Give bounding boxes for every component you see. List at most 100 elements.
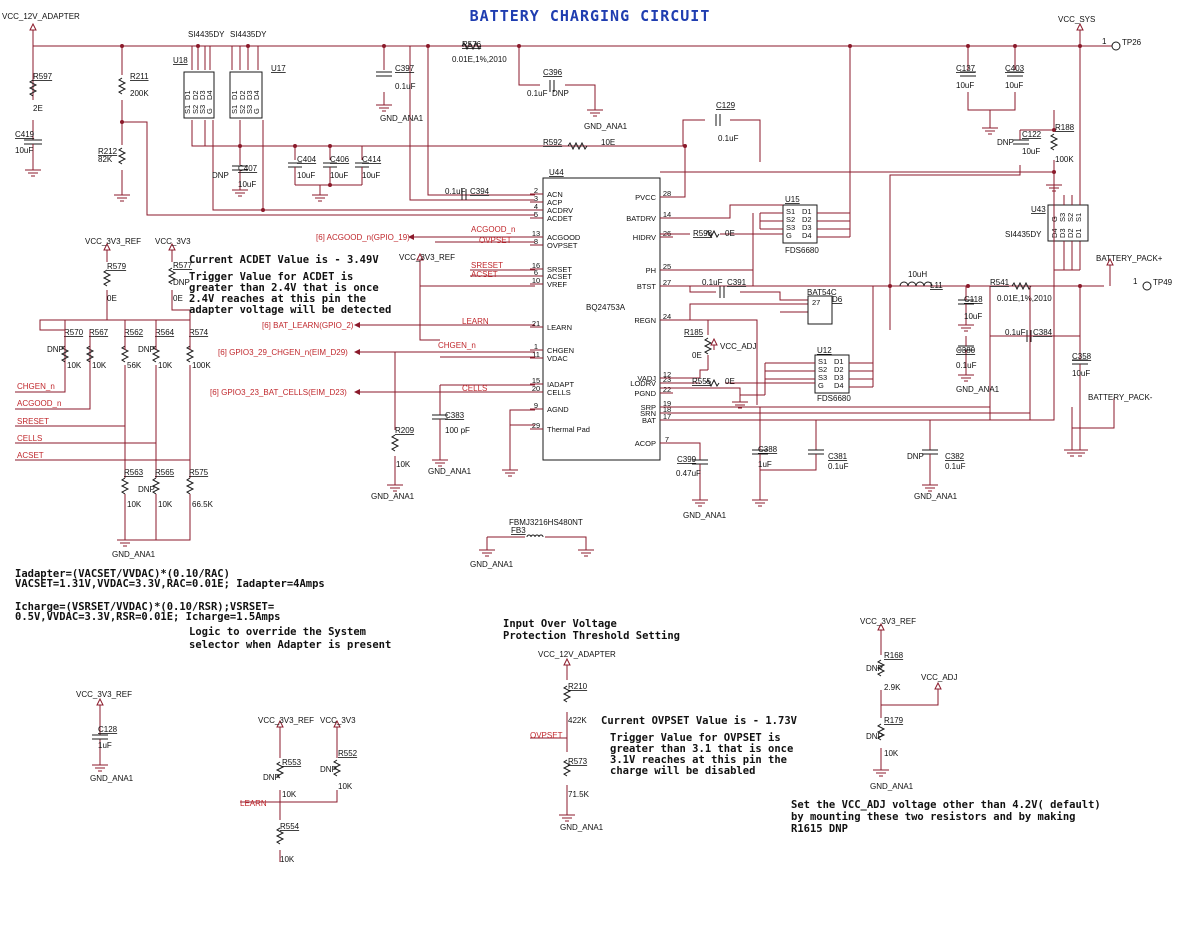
resistor-r552: R552 DNP 10K [320, 749, 358, 791]
svg-text:R573: R573 [568, 757, 588, 766]
svg-text:SI4435DY: SI4435DY [230, 30, 267, 39]
svg-text:GND_ANA1: GND_ANA1 [470, 560, 514, 569]
offpage-cells: [6] GPIO3_23_BAT_CELLS(EIM_D23) [210, 388, 347, 397]
mosfet-u17: U17 SI4435DY D1 D2 D3 D4 S1 S2 S3 G [229, 30, 286, 119]
svg-text:R562: R562 [124, 328, 144, 337]
svg-text:S3: S3 [786, 223, 795, 232]
svg-text:DNP: DNP [138, 345, 155, 354]
svg-text:U43: U43 [1031, 205, 1046, 214]
svg-text:0.1uF: 0.1uF [1005, 328, 1026, 337]
svg-text:C394: C394 [470, 187, 490, 196]
svg-text:D2: D2 [191, 90, 200, 100]
svg-text:L11: L11 [930, 281, 943, 290]
svg-text:200K: 200K [130, 89, 149, 98]
capacitor-c382: C382 DNP 0.1uF GND_ANA1 [907, 449, 966, 501]
capacitor-c383: C383 100 pF GND_ANA1 [428, 411, 472, 476]
svg-text:greater than 3.1 that is once: greater than 3.1 that is once [610, 743, 793, 755]
u44-pin-name: SRSET [547, 265, 572, 274]
svg-text:C388: C388 [758, 445, 778, 454]
u44-pin-name: PH [646, 266, 656, 275]
u44-pin-num: 1 [534, 342, 538, 351]
u44-pin-num: 28 [663, 189, 671, 198]
svg-text:GND_ANA1: GND_ANA1 [380, 114, 424, 123]
vcc3v3-label-1: VCC_3V3 [155, 237, 191, 246]
u44-pin-num: 9 [534, 401, 538, 410]
svg-text:C406: C406 [330, 155, 350, 164]
capacitor-c358: C358 10uF [1072, 286, 1092, 450]
ground-icon [479, 549, 495, 557]
svg-text:R564: R564 [155, 328, 175, 337]
svg-text:S3: S3 [818, 373, 827, 382]
svg-text:U44: U44 [549, 168, 564, 177]
offpage-learn: [6] BAT_LEARN(GPIO_2) [262, 321, 354, 330]
resistor-r212: R212 82K [98, 147, 127, 165]
resistor-r185: R185 0E [684, 328, 713, 360]
capacitor-c137: C137 10uF [956, 64, 976, 90]
svg-text:S1: S1 [183, 105, 192, 114]
resistor-r598: R598 0E [693, 229, 735, 239]
svg-text:ACSET: ACSET [17, 451, 44, 460]
svg-text:10uF: 10uF [964, 312, 982, 321]
svg-text:S2: S2 [191, 105, 200, 114]
u44-pin-num: 10 [532, 276, 540, 285]
u44-pin-name: ACGOOD [547, 233, 581, 242]
mosfet-u15: U15 FDS6680 S1 S2 S3 G D1 D2 D3 D4 [782, 195, 819, 255]
svg-text:SRESET: SRESET [471, 261, 503, 270]
svg-text:D1: D1 [802, 207, 812, 216]
svg-text:R563: R563 [124, 468, 144, 477]
ground-symbols [25, 104, 1088, 822]
u44-pin-num: 25 [663, 262, 671, 271]
svg-text:3.1V reaches at this pin the: 3.1V reaches at this pin the [610, 754, 787, 766]
u44-pin-name: SRN [640, 409, 656, 418]
svg-text:D4: D4 [252, 90, 261, 100]
svg-text:ACSET: ACSET [471, 270, 498, 279]
svg-text:charge will be disabled: charge will be disabled [610, 765, 755, 777]
svg-text:adapter voltage will be detect: adapter voltage will be detected [189, 304, 391, 316]
svg-text:0.01E,1%,2010: 0.01E,1%,2010 [452, 55, 507, 64]
svg-text:100K: 100K [192, 361, 211, 370]
svg-text:GND_ANA1: GND_ANA1 [870, 782, 914, 791]
svg-text:R598: R598 [693, 229, 713, 238]
svg-text:BAT54C: BAT54C [807, 288, 837, 297]
svg-text:FB3: FB3 [511, 526, 526, 535]
svg-text:BQ24753A: BQ24753A [586, 303, 626, 312]
svg-text:10uF: 10uF [1072, 369, 1090, 378]
svg-text:71.5K: 71.5K [568, 790, 590, 799]
svg-text:OVPSET: OVPSET [479, 236, 512, 245]
svg-text:10K: 10K [158, 361, 173, 370]
svg-text:DNP: DNP [47, 345, 64, 354]
svg-text:C122: C122 [1022, 130, 1042, 139]
u44-pin-name: LODRV [630, 379, 656, 388]
svg-text:VCC_ADJ: VCC_ADJ [720, 342, 756, 351]
svg-text:10K: 10K [338, 782, 353, 791]
svg-text:82K: 82K [98, 155, 113, 164]
svg-text:Trigger Value for ACDET is: Trigger Value for ACDET is [189, 271, 353, 283]
mosfet-u12: U12 FDS6680 S1 S2 S3 G D1 D2 D3 D4 [814, 346, 851, 403]
svg-text:CHGEN_n: CHGEN_n [17, 382, 55, 391]
svg-text:S1: S1 [1074, 213, 1083, 222]
notes-ovp-heading: Input Over Voltage Protection Threshold … [503, 618, 680, 642]
svg-text:CELLS: CELLS [17, 434, 42, 443]
notes-icharge: Icharge=(VSRSET/VVDAC)*(0.10/RSR);VSRSET… [15, 601, 281, 623]
left-resistor-network: R57010KDNPR56710KR56256KR56410KDNPR57410… [47, 328, 214, 509]
svg-text:SI4435DY: SI4435DY [188, 30, 225, 39]
svg-text:C118: C118 [964, 295, 983, 304]
ground-icon [432, 459, 448, 467]
svg-text:LEARN: LEARN [462, 317, 489, 326]
u44-pin-num: 7 [665, 435, 669, 444]
u44-pin-name: OVPSET [547, 241, 578, 250]
svg-text:0E: 0E [692, 351, 702, 360]
ground-icon [873, 769, 889, 777]
svg-text:ACGOOD_n: ACGOOD_n [17, 399, 61, 408]
capacitor-c384: 0.1uF C384 [990, 328, 1080, 342]
svg-text:Current ACDET Value is - 3.49V: Current ACDET Value is - 3.49V [189, 254, 379, 266]
svg-text:R552: R552 [338, 749, 358, 758]
inductor-l11: 10uH L11 [899, 270, 943, 290]
svg-text:GND_ANA1: GND_ANA1 [584, 122, 628, 131]
svg-text:D1: D1 [834, 357, 844, 366]
u44-pin-name: LEARN [547, 323, 572, 332]
